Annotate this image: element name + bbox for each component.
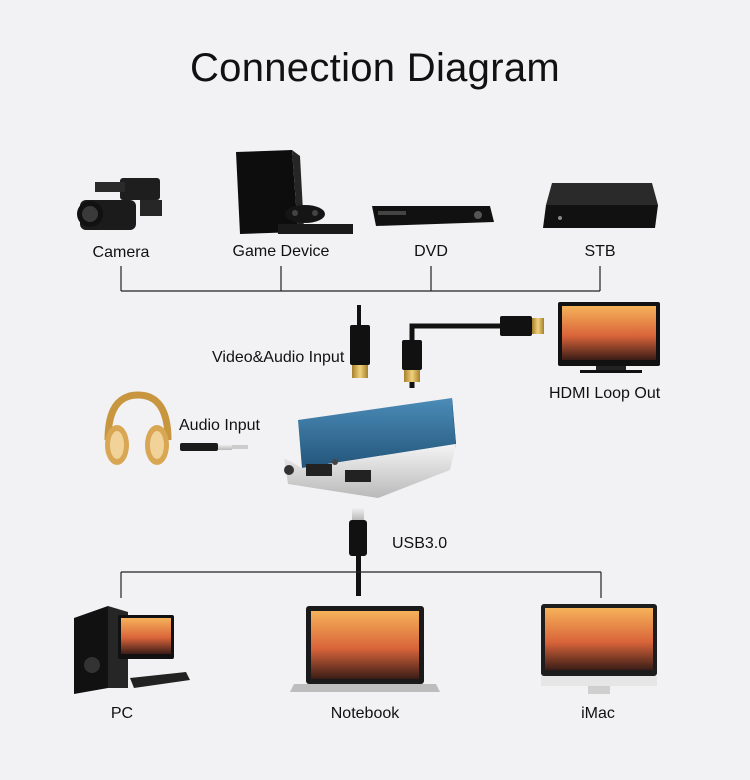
imac-icon bbox=[541, 604, 657, 694]
hdmi-loop-out-label: HDMI Loop Out bbox=[549, 385, 661, 402]
audio-input-label: Audio Input bbox=[179, 417, 260, 434]
tv-monitor-icon bbox=[558, 302, 660, 373]
stb-label: STB bbox=[584, 243, 616, 260]
audio-jack-icon bbox=[180, 443, 248, 451]
headphones-icon bbox=[104, 391, 172, 465]
usb-cable bbox=[349, 507, 367, 596]
set-top-box-icon bbox=[543, 183, 658, 228]
pc-label: PC bbox=[110, 705, 134, 722]
game-console-icon bbox=[236, 150, 353, 234]
usb-label: USB3.0 bbox=[392, 535, 448, 552]
pc-icon bbox=[74, 606, 190, 694]
game-device-label: Game Device bbox=[232, 243, 330, 260]
dvd-player-icon bbox=[372, 206, 494, 226]
diagram-title: Connection Diagram bbox=[189, 46, 561, 90]
source-bus-lines bbox=[120, 266, 601, 292]
hdmi-input-cable bbox=[350, 305, 370, 378]
notebook-label: Notebook bbox=[330, 705, 400, 722]
computer-bus-lines bbox=[120, 571, 602, 598]
hdmi-loop-cable bbox=[402, 316, 544, 388]
camera-icon bbox=[77, 178, 162, 230]
capture-device-icon bbox=[284, 398, 456, 498]
notebook-icon bbox=[290, 606, 440, 692]
camera-label: Camera bbox=[92, 244, 150, 261]
imac-label: iMac bbox=[581, 705, 615, 722]
dvd-label: DVD bbox=[414, 243, 448, 260]
video-audio-input-label: Video&Audio Input bbox=[212, 349, 345, 366]
